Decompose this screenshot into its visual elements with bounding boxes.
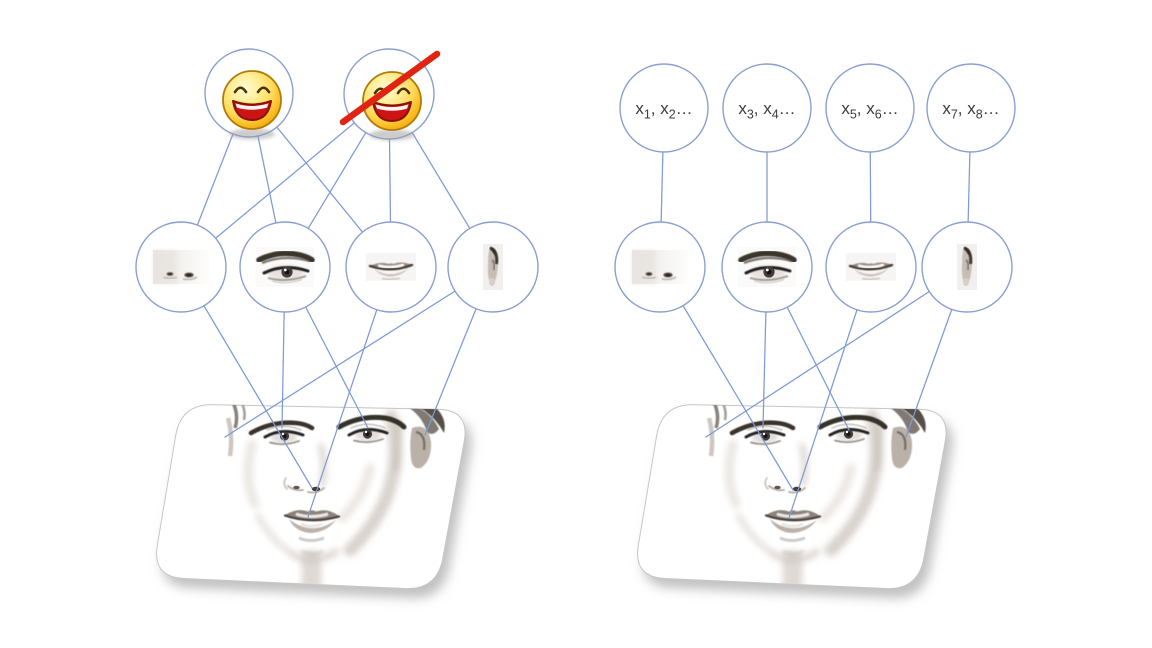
face-photo-card-right — [637, 404, 947, 590]
mouth-feature-node — [345, 221, 437, 313]
mouth-crop-image — [846, 253, 896, 281]
nose-crop-image — [632, 250, 688, 284]
eye-crop-image — [738, 247, 796, 287]
input-node-label: x1, x2… — [635, 99, 692, 122]
nose-crop-image — [153, 250, 209, 284]
ear-crop-image — [957, 244, 977, 290]
input-node-label: x7, x8… — [942, 99, 999, 122]
network-nodes: x1, x2… x3, x4… x5, x6… x7, x8… — [135, 48, 1016, 313]
ear-feature-node — [447, 221, 539, 313]
connector-edge — [705, 266, 968, 438]
input-node-x1-x2: x1, x2… — [619, 63, 709, 153]
eye-feature-node — [239, 221, 331, 313]
eye-crop-image — [256, 247, 314, 287]
input-node-x7-x8: x7, x8… — [926, 63, 1016, 153]
mouth-feature-node — [825, 221, 917, 313]
red-strikethrough-icon — [339, 50, 441, 126]
face-photo-card-left — [156, 404, 466, 590]
ear-crop-image — [483, 244, 503, 290]
smiley-face-crossed-node — [339, 48, 441, 141]
input-node-x3-x4: x3, x4… — [722, 63, 812, 153]
smiley-face-node — [204, 48, 294, 140]
connector-edge — [224, 266, 494, 438]
ear-feature-node — [921, 221, 1013, 313]
input-node-x5-x6: x5, x6… — [825, 63, 915, 153]
input-node-label: x5, x6… — [841, 99, 898, 122]
input-node-label: x3, x4… — [738, 99, 795, 122]
mouth-crop-image — [366, 253, 416, 281]
eye-feature-node — [721, 221, 813, 313]
nose-feature-node — [135, 221, 227, 313]
nose-feature-node — [614, 221, 706, 313]
